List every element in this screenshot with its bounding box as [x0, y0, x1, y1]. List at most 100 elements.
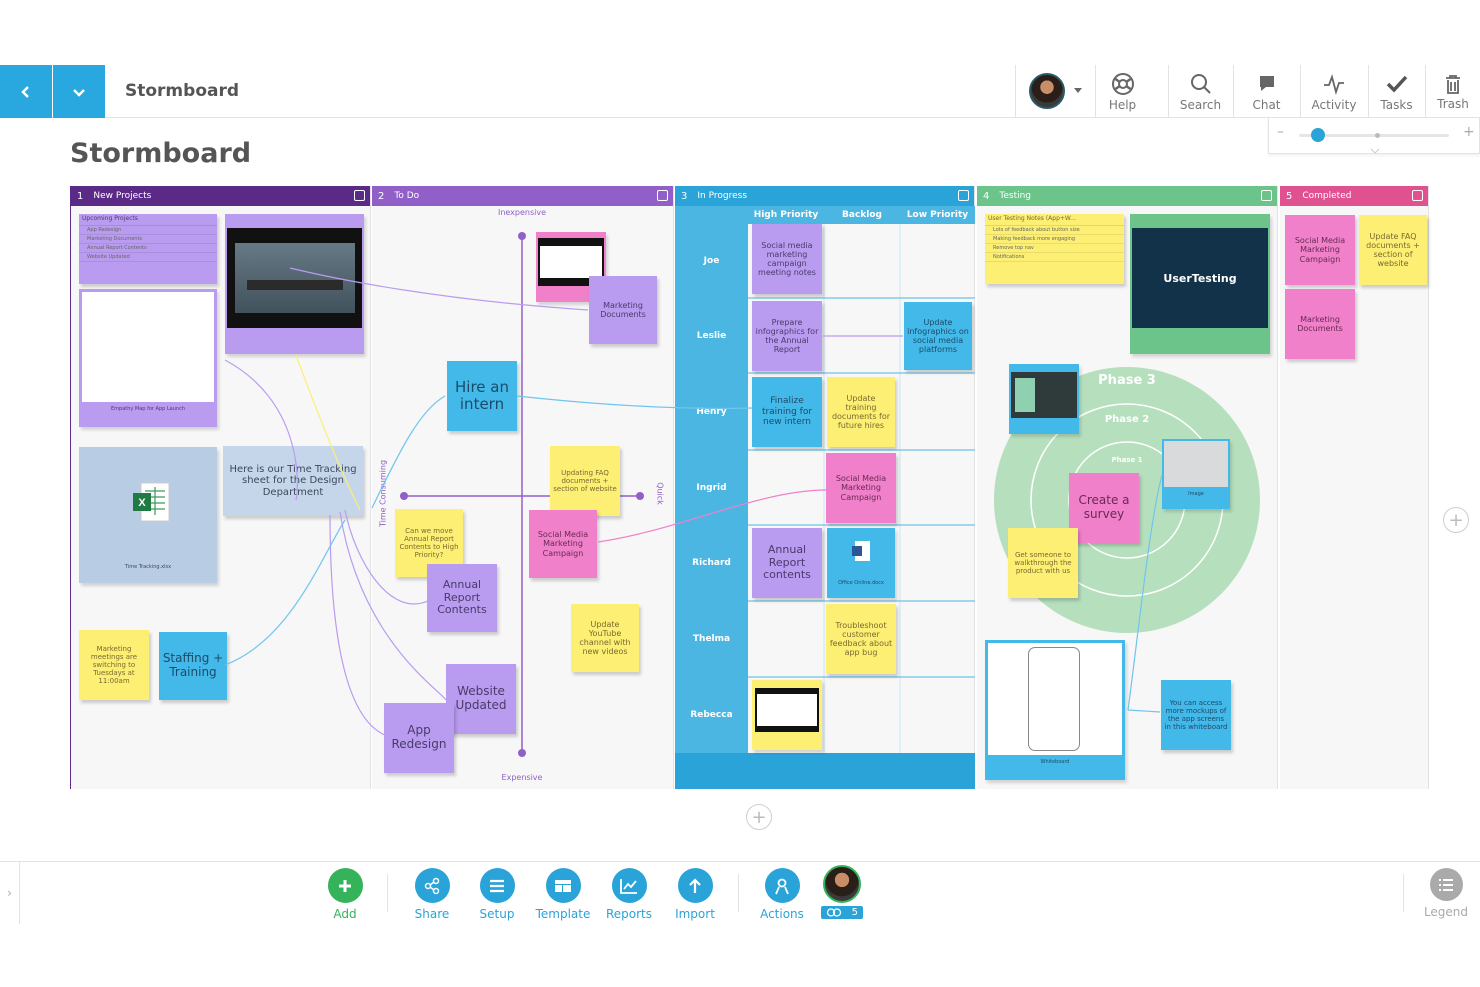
expand-panel-button[interactable]: ›: [0, 862, 20, 924]
whiteboard-canvas[interactable]: [988, 643, 1122, 755]
lane-thelma[interactable]: Thelma: [692, 634, 731, 644]
update-training-note[interactable]: Update training documents for future hir…: [827, 377, 895, 447]
toolbar-tasks-button[interactable]: Tasks: [1368, 65, 1424, 118]
column-number: 3: [681, 190, 688, 202]
divider: [1403, 874, 1404, 912]
column-title: To Do: [394, 191, 420, 201]
share-button[interactable]: Share: [402, 868, 462, 921]
social-media-notes-note[interactable]: Social media marketing campaign meeting …: [752, 224, 822, 294]
add-button[interactable]: Add: [315, 868, 375, 921]
column-new-projects: 1 New Projects Upcoming Projects App Red…: [70, 186, 371, 789]
template-button[interactable]: Template: [533, 868, 593, 921]
users-online-badge[interactable]: 5: [821, 906, 863, 919]
user-testing-notes-list[interactable]: User Testing Notes (App+W... Lots of fee…: [985, 214, 1124, 284]
reports-button[interactable]: Reports: [599, 868, 659, 921]
lane-ingrid[interactable]: Ingrid: [696, 482, 727, 493]
board-menu-button[interactable]: [53, 65, 105, 118]
legend-button[interactable]: Legend: [1416, 868, 1476, 919]
edit-icon[interactable]: [1261, 190, 1272, 201]
zoom-in-button[interactable]: +: [1463, 124, 1475, 140]
office-doc-file[interactable]: Office Online.docx: [827, 528, 895, 598]
lane-henry[interactable]: Henry: [696, 406, 727, 417]
toolbar-chat-button[interactable]: Chat: [1233, 65, 1299, 118]
add-column-right-button[interactable]: +: [1443, 507, 1469, 533]
mockups-note[interactable]: You can access more mockups of the app s…: [1161, 680, 1231, 750]
avatar[interactable]: [823, 865, 861, 903]
app-mockup-whiteboard[interactable]: Whiteboard: [985, 640, 1125, 780]
avatar[interactable]: [1029, 73, 1065, 109]
meeting-video-note[interactable]: [225, 214, 364, 354]
youtube-update-note[interactable]: Update YouTube channel with new videos: [571, 604, 639, 672]
zoom-slider-track[interactable]: [1299, 134, 1449, 137]
user-testing-video-note[interactable]: UserTesting: [1130, 214, 1270, 354]
toolbar-label: Trash: [1437, 96, 1469, 111]
prepare-infographics-note[interactable]: Prepare infographics for the Annual Repo…: [752, 301, 822, 371]
upcoming-projects-list[interactable]: Upcoming Projects App Redesign Marketing…: [79, 214, 217, 284]
chevron-down-icon[interactable]: [1370, 148, 1380, 154]
annual-report-note[interactable]: Annual Report Contents: [427, 564, 497, 632]
toolbar-activity-button[interactable]: Activity: [1300, 65, 1367, 118]
add-row-button[interactable]: +: [746, 804, 772, 830]
marketing-documents-note[interactable]: Marketing Documents: [1285, 289, 1355, 359]
testing-video-note[interactable]: [1009, 364, 1079, 434]
video-thumbnail[interactable]: UserTesting: [1132, 228, 1268, 328]
staffing-training-note[interactable]: Staffing + Training: [159, 632, 227, 700]
walkthrough-note[interactable]: Get someone to walkthrough the product w…: [1008, 528, 1078, 598]
social-media-campaign-note[interactable]: Social Media Marketing Campaign: [826, 453, 896, 523]
image-thumbnail[interactable]: [1164, 441, 1228, 487]
zoom-slider-handle[interactable]: [1311, 128, 1325, 142]
actions-button[interactable]: Actions: [752, 868, 812, 921]
subheader-bar: [748, 206, 975, 224]
edit-icon[interactable]: [958, 190, 969, 201]
image-note[interactable]: Image: [1162, 439, 1230, 509]
screenshot-note[interactable]: [752, 680, 822, 750]
empathy-map-whiteboard[interactable]: Empathy Map for App Launch: [79, 289, 217, 427]
edit-icon[interactable]: [1412, 190, 1423, 201]
axis-label-bottom: Expensive: [501, 773, 543, 782]
video-thumbnail[interactable]: [1011, 372, 1077, 418]
column-header[interactable]: 2 To Do: [372, 186, 673, 206]
marketing-meetings-note[interactable]: Marketing meetings are switching to Tues…: [79, 630, 149, 700]
user-menu[interactable]: [1015, 65, 1095, 118]
import-button[interactable]: Import: [665, 868, 725, 921]
column-completed: 5 Completed Social Media Marketing Campa…: [1280, 186, 1429, 789]
zoom-out-button[interactable]: –: [1277, 124, 1284, 140]
update-faq-note[interactable]: Update FAQ documents + section of websit…: [1359, 215, 1427, 285]
edit-icon[interactable]: [657, 190, 668, 201]
setup-button[interactable]: Setup: [467, 868, 527, 921]
search-icon: [1190, 73, 1211, 94]
back-button[interactable]: [0, 65, 52, 118]
social-media-campaign-note[interactable]: Social Media Marketing Campaign: [529, 510, 597, 578]
column-header[interactable]: 3 In Progress: [675, 186, 974, 206]
excel-file-icon: X: [133, 482, 170, 522]
column-header[interactable]: 1 New Projects: [71, 186, 370, 206]
column-header[interactable]: 4 Testing: [977, 186, 1277, 206]
video-scene: [1015, 378, 1035, 412]
column-header[interactable]: 5 Completed: [1280, 186, 1428, 206]
edit-icon[interactable]: [354, 190, 365, 201]
hire-intern-note[interactable]: Hire an intern: [447, 361, 517, 431]
social-media-campaign-note[interactable]: Social Media Marketing Campaign: [1285, 215, 1355, 285]
create-survey-note[interactable]: Create a survey: [1069, 473, 1139, 543]
toolbar-help-button[interactable]: Help: [1095, 65, 1149, 118]
lane-richard[interactable]: Richard: [692, 558, 731, 568]
updating-faq-note[interactable]: Updating FAQ documents + section of webs…: [550, 446, 620, 516]
lane-leslie[interactable]: Leslie: [696, 330, 727, 341]
marketing-documents-note[interactable]: Marketing Documents: [589, 276, 657, 344]
time-tracking-note[interactable]: Here is our Time Tracking sheet for the …: [223, 446, 363, 516]
time-tracking-file[interactable]: X Time Tracking.xlsx: [79, 447, 217, 583]
video-thumbnail[interactable]: [227, 228, 362, 328]
update-infographics-note[interactable]: Update infographics on social media plat…: [904, 302, 972, 370]
lane-rebecca[interactable]: Rebecca: [690, 710, 733, 720]
setup-icon: [479, 868, 515, 903]
app-redesign-note[interactable]: App Redesign: [384, 703, 454, 773]
toolbar-trash-button[interactable]: Trash: [1425, 65, 1480, 118]
image-thumbnail[interactable]: [755, 688, 819, 732]
toolbar-search-button[interactable]: Search: [1168, 65, 1232, 118]
lane-joe[interactable]: Joe: [703, 256, 720, 266]
troubleshoot-note[interactable]: Troubleshoot customer feedback about app…: [826, 604, 896, 674]
finalize-training-note[interactable]: Finalize training for new intern: [752, 377, 822, 447]
whiteboard-canvas[interactable]: [82, 292, 214, 402]
website-updated-note[interactable]: Website Updated: [446, 664, 516, 734]
annual-report-contents-note[interactable]: Annual Report contents: [752, 528, 822, 598]
